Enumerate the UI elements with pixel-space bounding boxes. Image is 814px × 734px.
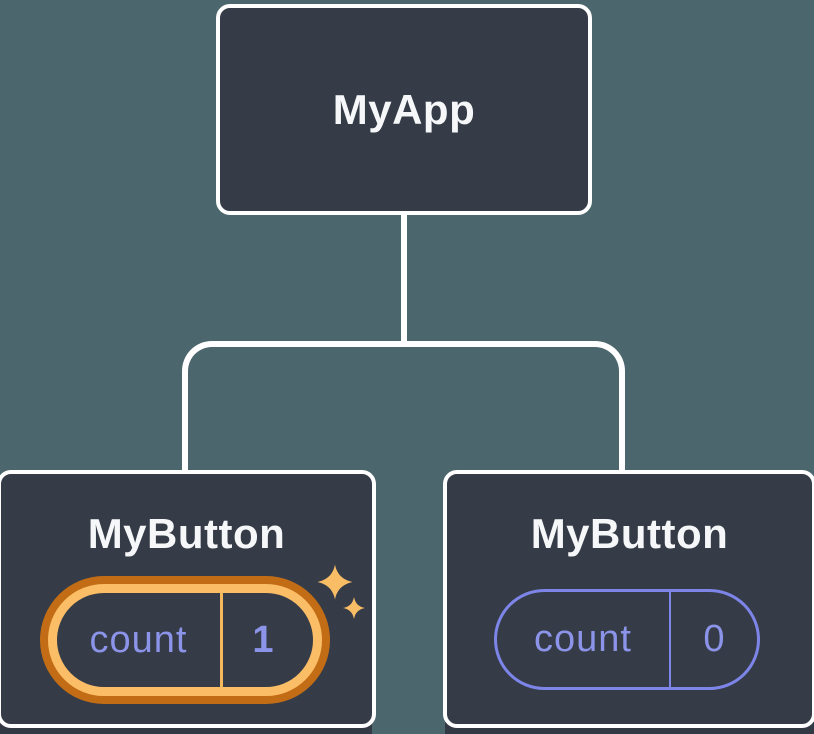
component-node-mybutton-right: MyButton count 0 (443, 470, 814, 728)
state-name-label: count (89, 618, 188, 661)
state-value: 0 (703, 618, 725, 660)
sparkles-icon (317, 564, 365, 619)
component-node-mybutton-left: MyButton count 1 (0, 470, 376, 728)
state-value-cell: 1 (223, 593, 313, 687)
pill-divider (669, 592, 671, 687)
component-node-myapp: MyApp (216, 4, 592, 215)
connector-branch-lines (182, 341, 625, 471)
state-pill-highlighted: count 1 (48, 584, 322, 696)
state-value: 1 (252, 618, 274, 661)
node-label-myapp: MyApp (332, 85, 476, 133)
state-pill-plain: count 0 (494, 589, 760, 690)
node-label-mybutton-left: MyButton (87, 510, 286, 557)
pill-divider (220, 593, 223, 687)
state-value-cell: 0 (671, 592, 757, 687)
state-name-cell: count (57, 593, 220, 687)
state-name-cell: count (497, 592, 669, 687)
node-label-mybutton-right: MyButton (530, 510, 729, 557)
connector-stem-line (401, 210, 407, 344)
state-name-label: count (534, 618, 632, 660)
